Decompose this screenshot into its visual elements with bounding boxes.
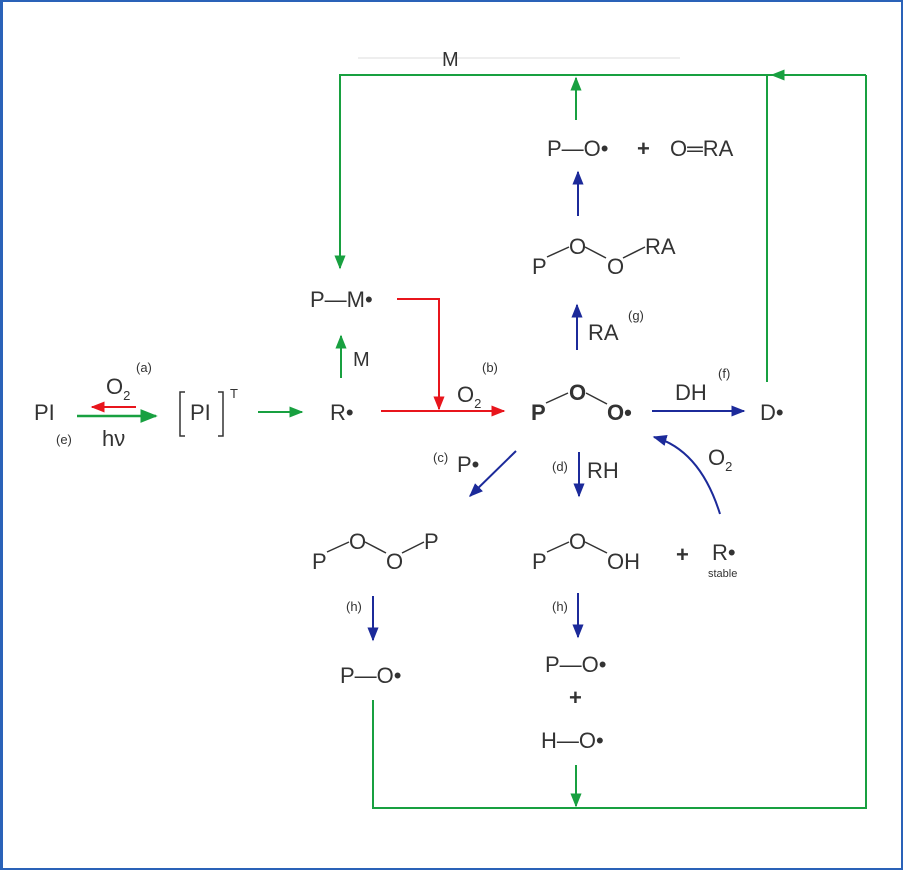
tag-b: (b) bbox=[482, 360, 498, 375]
pi-label: PI bbox=[34, 400, 55, 425]
svg-text:P: P bbox=[532, 549, 547, 574]
svg-text:P: P bbox=[531, 400, 546, 425]
o-ra-product: O═RA bbox=[670, 136, 734, 161]
poora-o1: O bbox=[569, 234, 586, 259]
svg-text:O•: O• bbox=[607, 400, 632, 425]
plus-mid: + bbox=[676, 542, 689, 567]
tag-g: (g) bbox=[628, 308, 644, 323]
o2-b-label: O2 bbox=[457, 382, 481, 411]
green-paths bbox=[77, 69, 867, 809]
d-radical: D• bbox=[760, 400, 784, 425]
green-top-line bbox=[334, 74, 866, 270]
poora-o2: O bbox=[607, 254, 624, 279]
blue-o2-return-curve bbox=[652, 435, 721, 515]
tag-e: (e) bbox=[56, 432, 72, 447]
r-radical: R• bbox=[330, 400, 354, 425]
r-stable-subscript: stable bbox=[708, 568, 737, 580]
tag-h-left: (h) bbox=[346, 599, 362, 614]
dh-label: DH bbox=[675, 380, 707, 405]
tag-d: (d) bbox=[552, 459, 568, 474]
r-stable-radical: R• bbox=[712, 540, 736, 565]
dialkyl-peroxide: P O O P bbox=[312, 529, 439, 574]
red-paths bbox=[90, 298, 506, 417]
m-top-label: M bbox=[442, 49, 459, 71]
ho-radical: H—O• bbox=[541, 728, 604, 753]
svg-text:PI: PI bbox=[190, 400, 211, 425]
red-pm-to-peroxy bbox=[397, 298, 445, 411]
peroxy-radical: P O O• bbox=[531, 380, 632, 425]
svg-text:O: O bbox=[349, 529, 366, 554]
po-radical-left: P—O• bbox=[340, 663, 402, 688]
blue-c-arrow bbox=[468, 450, 517, 497]
hv-label: hν bbox=[102, 426, 125, 451]
svg-text:O: O bbox=[569, 380, 586, 405]
po-radical-bottom: P—O• bbox=[545, 652, 607, 677]
m-side-label: M bbox=[353, 349, 370, 371]
po-radical-top: P—O• bbox=[547, 136, 609, 161]
blue-paths bbox=[367, 170, 746, 642]
plus-bottom: + bbox=[569, 685, 582, 710]
tag-h-right: (h) bbox=[552, 599, 568, 614]
plus-top: + bbox=[637, 136, 650, 161]
green-loop-top bbox=[372, 75, 867, 809]
poora-ra: RA bbox=[645, 234, 676, 259]
svg-text:P: P bbox=[312, 549, 327, 574]
rh-label: RH bbox=[587, 458, 619, 483]
o2-return-label: O2 bbox=[708, 445, 732, 474]
tag-f: (f) bbox=[718, 366, 730, 381]
svg-text:O: O bbox=[386, 549, 403, 574]
p-radical-c: P• bbox=[457, 452, 479, 477]
tag-a: (a) bbox=[136, 360, 152, 375]
ra-g-label: RA bbox=[588, 320, 619, 345]
hydroperoxide: P O OH bbox=[532, 529, 640, 574]
pi-triplet: PI T bbox=[179, 386, 238, 437]
svg-text:T: T bbox=[230, 386, 238, 401]
svg-text:P: P bbox=[424, 529, 439, 554]
poora-bonds bbox=[546, 246, 646, 259]
o2-a-label: O2 bbox=[106, 374, 130, 403]
p-m-radical: P—M• bbox=[310, 287, 373, 312]
tag-c: (c) bbox=[433, 450, 448, 465]
svg-text:OH: OH bbox=[607, 549, 640, 574]
svg-text:O: O bbox=[569, 529, 586, 554]
poora-p: P bbox=[532, 254, 547, 279]
